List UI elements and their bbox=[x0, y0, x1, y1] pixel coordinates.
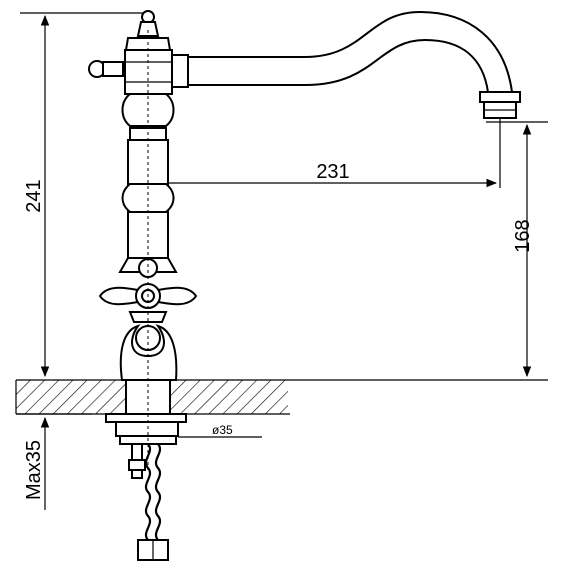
max-thickness-dimension: Max35 bbox=[16, 413, 92, 510]
faucet-body bbox=[118, 49, 178, 273]
diameter-label: ø35 bbox=[212, 423, 233, 437]
countertop bbox=[15, 379, 548, 415]
reach-dimension-231: 231 bbox=[150, 118, 501, 188]
faucet-base bbox=[119, 324, 178, 381]
max-thickness-label: Max35 bbox=[23, 440, 45, 500]
height-dimension-241: 241 bbox=[20, 12, 148, 378]
reach-dimension-label: 231 bbox=[316, 161, 349, 183]
height-dimension-label: 241 bbox=[23, 179, 45, 212]
spout bbox=[171, 10, 521, 119]
spout-height-label: 168 bbox=[512, 219, 534, 252]
diameter-callout: ø35 bbox=[178, 423, 262, 438]
spout-height-dimension-168: 168 bbox=[486, 121, 548, 378]
